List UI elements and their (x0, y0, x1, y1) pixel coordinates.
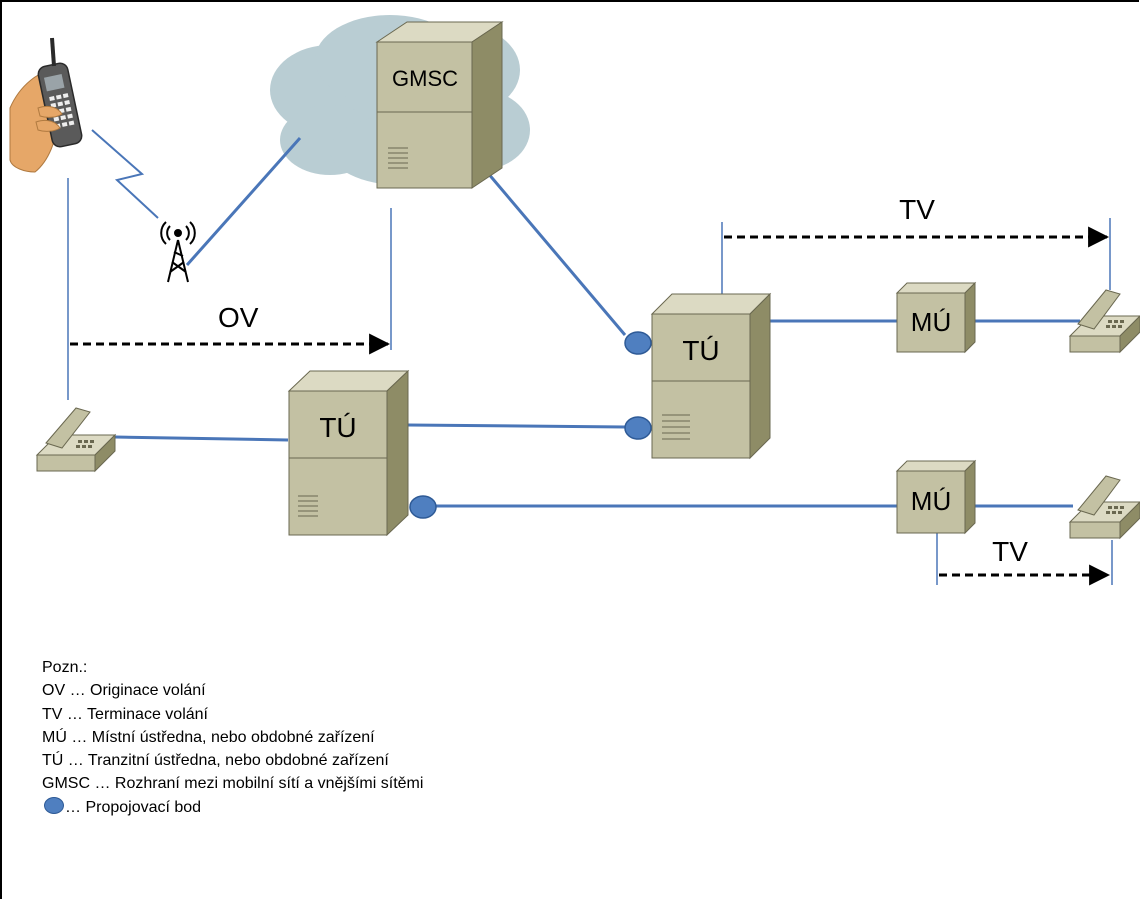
link-tu-left-tu-right (407, 423, 626, 429)
tu-left-label: TÚ (319, 412, 356, 443)
mu-top-box: MÚ (895, 281, 977, 354)
legend: Pozn.: OV … Originace volání TV … Termin… (42, 656, 423, 819)
mobile-phone-icon (9, 37, 83, 173)
mu-top-label: MÚ (911, 307, 951, 337)
legend-interconnect-row: … Propojovací bod (42, 796, 423, 819)
link-gmsc-tu-right (485, 171, 627, 336)
desk-phone-bottom-right-icon (1068, 475, 1140, 540)
tu-left-server: TÚ (287, 369, 410, 537)
antenna-tower-icon (160, 221, 196, 283)
legend-item: TÚ … Tranzitní ústředna, nebo obdobné za… (42, 752, 389, 770)
desk-phone-top-right-icon (1068, 289, 1140, 354)
dashed-arrows (70, 226, 1111, 586)
interconnect-point (624, 331, 652, 355)
legend-title: Pozn.: (42, 659, 88, 676)
desk-phone-left-icon (35, 407, 117, 473)
interconnect-point (624, 416, 652, 440)
ov-label: OV (218, 302, 259, 333)
legend-item: OV … Originace volání (42, 682, 206, 700)
connection-lines (91, 129, 1080, 508)
gmsc-label: GMSC (392, 66, 458, 91)
legend-item: MÚ … Místní ústředna, nebo obdobné zaříz… (42, 728, 375, 746)
interconnect-points (409, 331, 652, 519)
mu-bottom-box: MÚ (895, 459, 977, 535)
link-phone-tu-left (114, 435, 289, 442)
legend-item: TV … Terminace volání (42, 705, 208, 723)
radio-link-zigzag (91, 129, 159, 219)
interconnect-dot-icon (44, 796, 64, 814)
reference-lines (67, 178, 1113, 585)
gmsc-server: GMSC (375, 21, 504, 189)
legend-item: GMSC … Rozhraní mezi mobilní sítí a vněj… (42, 775, 424, 793)
link-tower-cloud (185, 137, 302, 266)
mu-bottom-label: MÚ (911, 486, 951, 516)
interconnect-point (409, 495, 437, 519)
tv-bottom-label: TV (992, 536, 1028, 567)
legend-interconnect-label: … Propojovací bod (65, 798, 202, 816)
tu-right-label: TÚ (682, 335, 719, 366)
tv-top-label: TV (899, 194, 935, 225)
tu-right-server: TÚ (650, 292, 772, 460)
